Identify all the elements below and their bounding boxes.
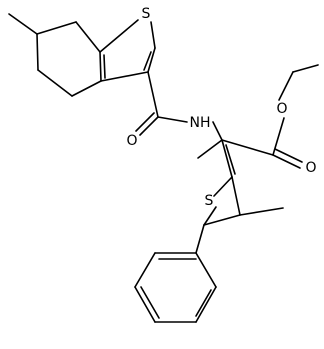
oxygen-label-ester-ether: O bbox=[276, 101, 287, 117]
ethyl-ester-group bbox=[221, 64, 319, 216]
benzothiophene-thiophene-ring bbox=[99, 19, 156, 82]
sulfur-label-thiophene: S bbox=[205, 193, 214, 209]
oxygen-label-ester-carbonyl: O bbox=[305, 160, 316, 176]
oxygen-label-amide: O bbox=[126, 133, 137, 149]
amide-group bbox=[135, 71, 223, 141]
thiophene-ring bbox=[197, 139, 241, 226]
phenyl-ring bbox=[134, 224, 217, 323]
nh-label-amide: NH bbox=[190, 115, 211, 131]
cyclohexene-ring bbox=[8, 13, 106, 97]
sulfur-label-benzothiophene: S bbox=[142, 6, 151, 22]
